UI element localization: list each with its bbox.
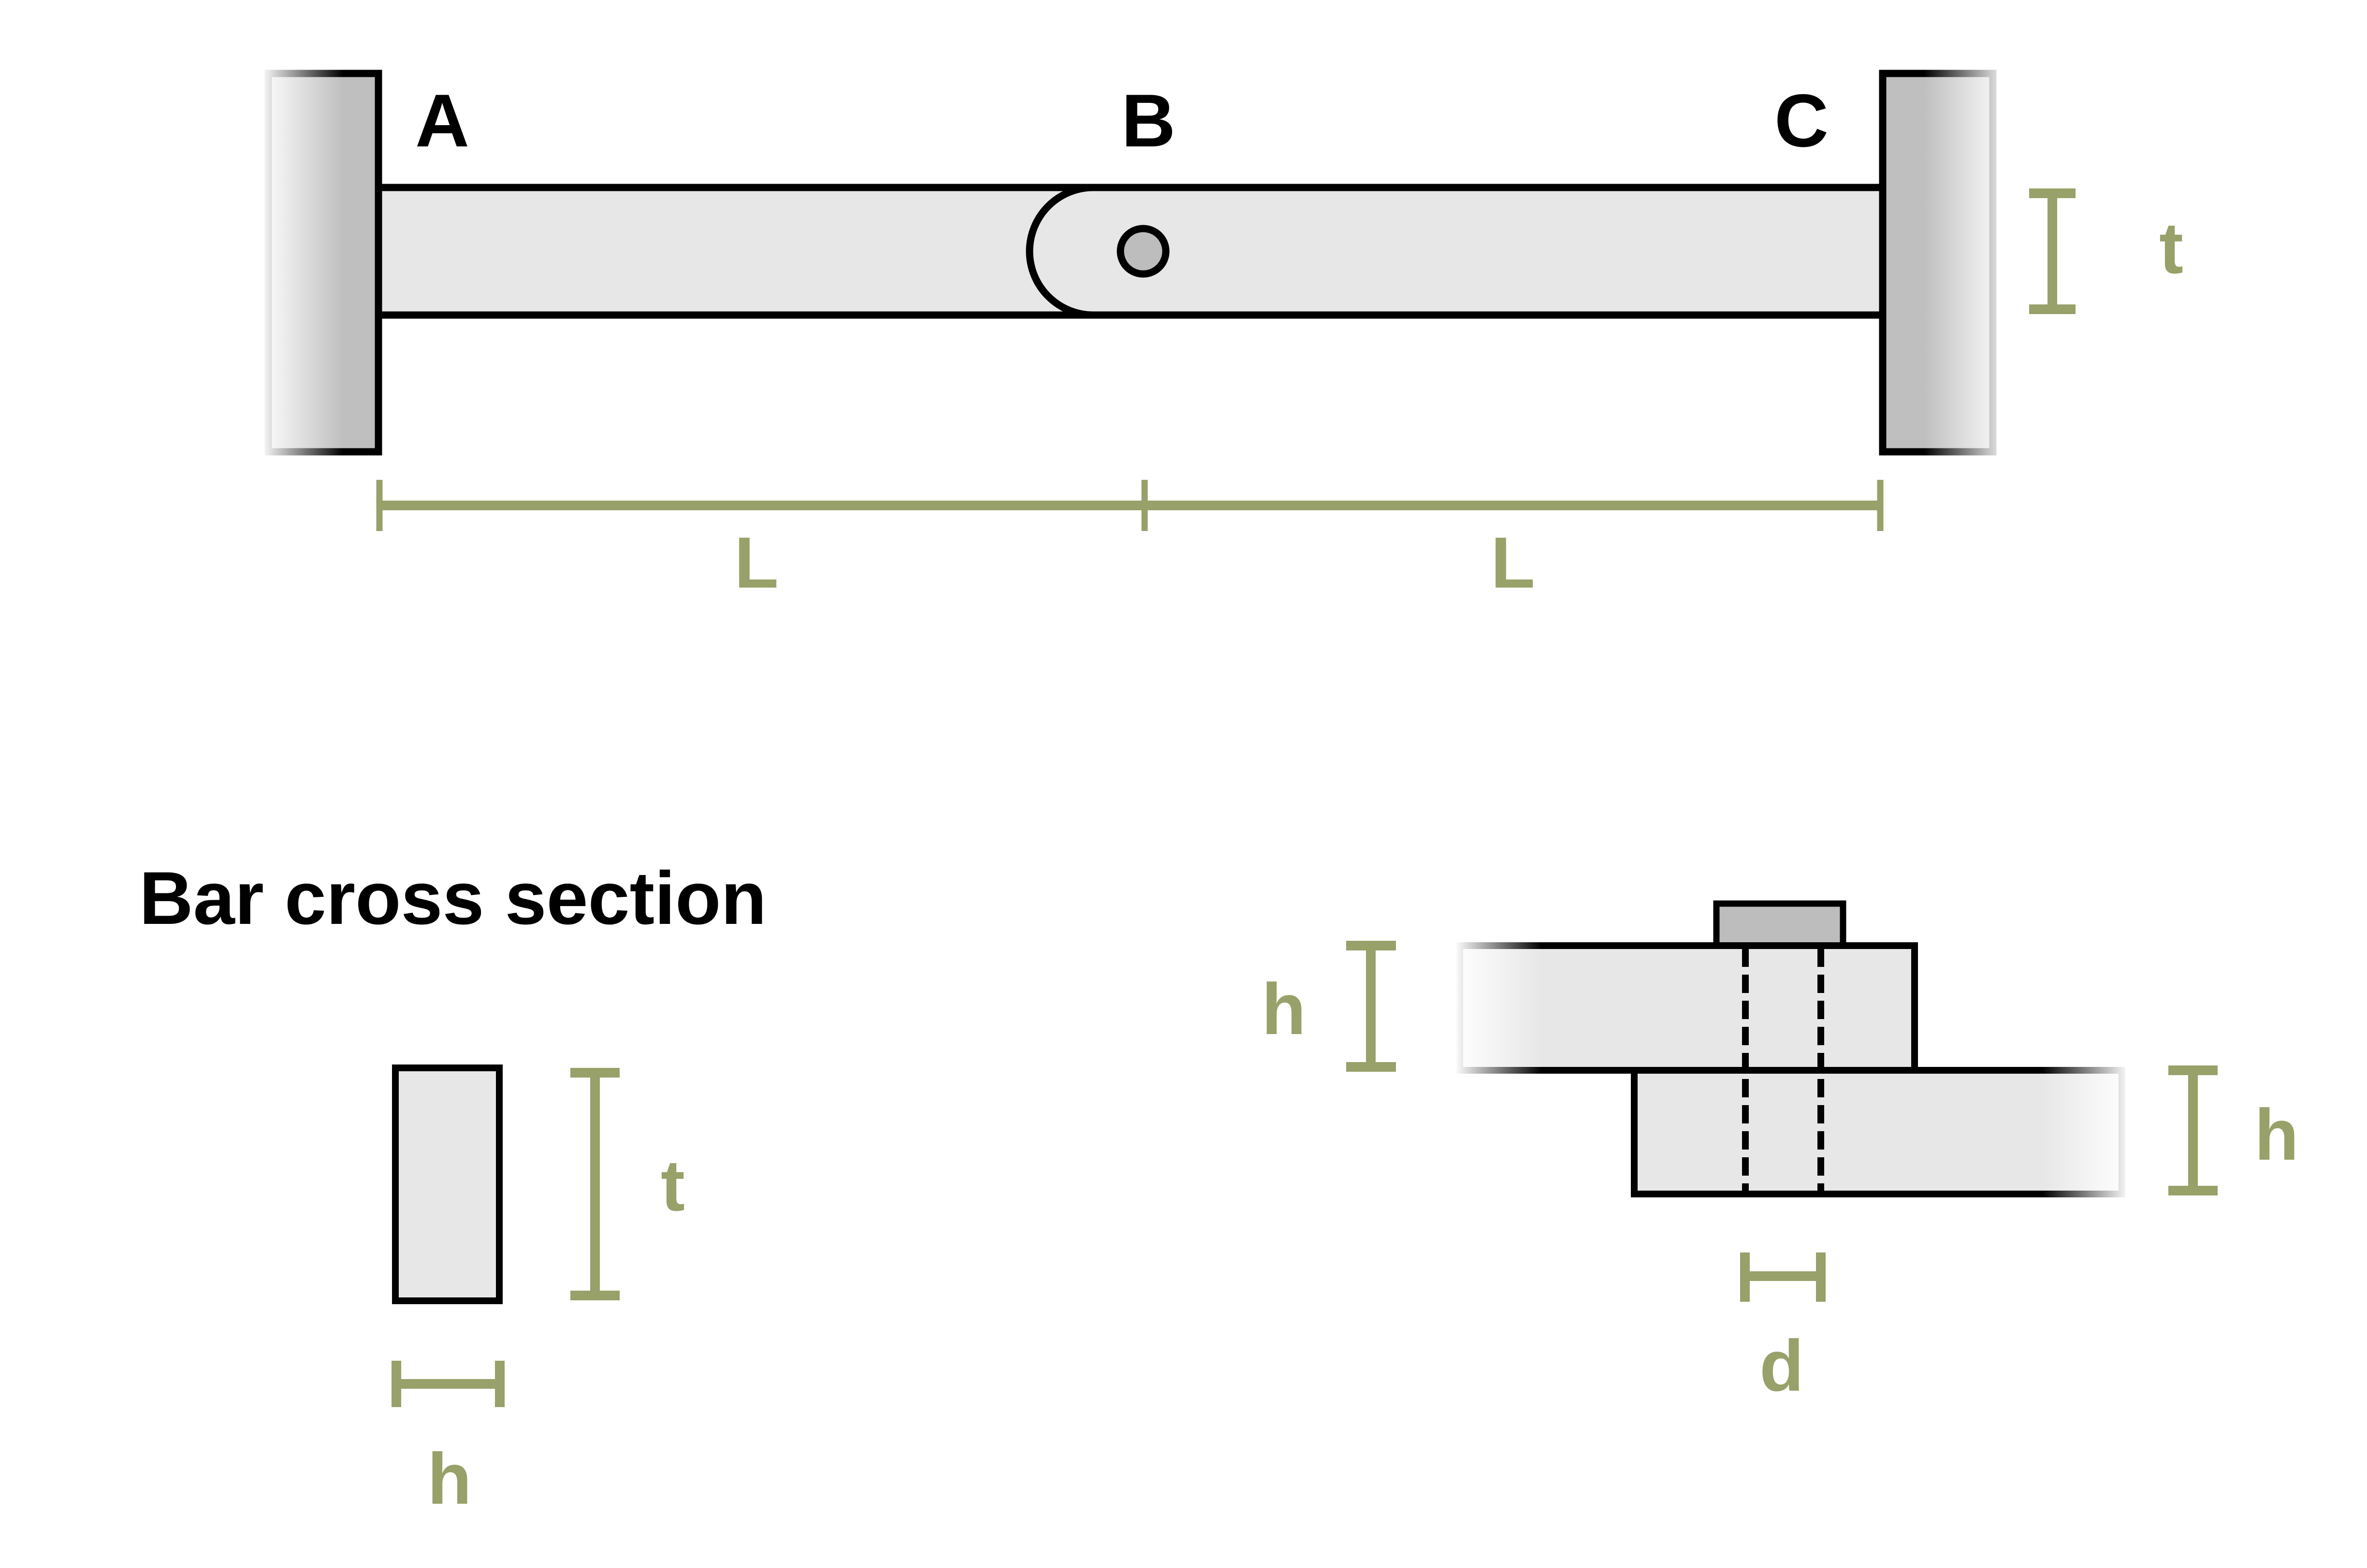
label-upper-thickness: h bbox=[1262, 968, 1306, 1050]
label-section-width: h bbox=[427, 1438, 472, 1519]
bar-rounded-end-arc bbox=[1026, 184, 1094, 319]
cross-section-rect bbox=[392, 1065, 503, 1304]
label-lower-thickness: h bbox=[2254, 1094, 2299, 1175]
label-span-right: L bbox=[1491, 522, 1535, 603]
right-wall-fade bbox=[1924, 63, 2008, 461]
upper-bar-fade bbox=[1455, 930, 1542, 1078]
label-span-left: L bbox=[734, 522, 779, 603]
label-section-thickness: t bbox=[661, 1145, 685, 1226]
label-pin-diameter: d bbox=[1759, 1325, 1804, 1406]
left-wall-fade bbox=[261, 63, 343, 461]
label-support-c: C bbox=[1774, 79, 1829, 162]
lower-bar-fade bbox=[2042, 1056, 2129, 1201]
label-support-a: A bbox=[415, 79, 469, 162]
label-beam-thickness: t bbox=[2159, 207, 2183, 288]
label-joint-b: B bbox=[1121, 79, 1176, 162]
pin-joint-circle bbox=[1117, 225, 1170, 278]
cross-section-title: Bar cross section bbox=[139, 856, 767, 940]
pin-head-rect bbox=[1713, 900, 1846, 949]
